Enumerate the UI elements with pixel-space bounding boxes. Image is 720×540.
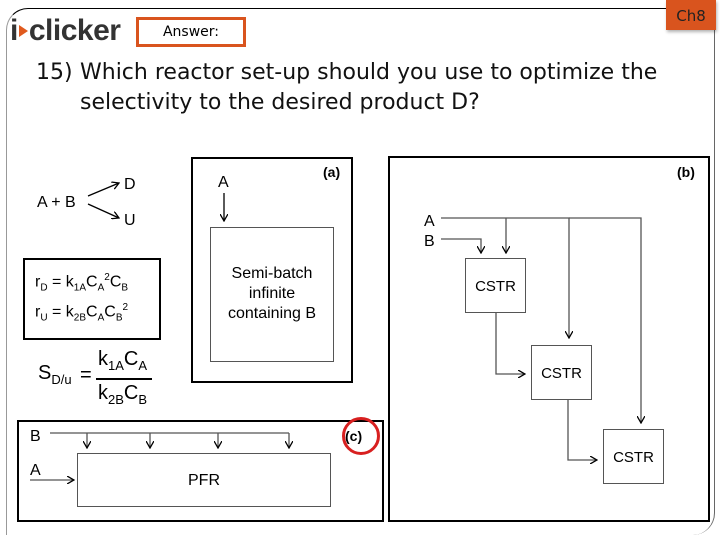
selectivity-denominator: k2BCB [98, 382, 148, 407]
option-c-feed-b: B [30, 428, 41, 445]
product-d: D [124, 176, 136, 193]
option-a-panel[interactable] [191, 157, 353, 383]
reactor-label-line-2: infinite [248, 285, 296, 302]
line-2-to-3 [567, 400, 597, 460]
question-line-2: selectivity to the desired product D? [80, 90, 480, 115]
cstr-3: CSTR [603, 429, 664, 484]
rate-laws-box: rD = k1ACA2CB rU = k2BCACB2 [23, 258, 161, 340]
question-number: 15) [36, 60, 73, 85]
play-icon [18, 25, 28, 37]
option-a-feed-a: A [218, 174, 229, 191]
arrow-to-u [87, 203, 119, 218]
option-c-panel[interactable] [17, 420, 384, 522]
reactants: A + B [37, 194, 76, 211]
line-a-main [441, 217, 569, 338]
selectivity-numerator: k1ACA [98, 348, 148, 373]
cstr-1: CSTR [465, 258, 526, 313]
chapter-badge: Ch8 [666, 0, 716, 30]
option-b-label: (b) [677, 164, 695, 180]
question-line-1: Which reactor set-up should you use to o… [80, 60, 658, 85]
line-a-to-3 [569, 217, 641, 423]
answer-box: Answer: [136, 17, 246, 47]
line-b-to-1 [441, 238, 481, 253]
option-b-panel[interactable] [388, 156, 710, 522]
fraction-bar [96, 378, 152, 380]
rate-u: rU = k2BCACB2 [35, 302, 129, 324]
selection-circle [342, 417, 380, 455]
rate-d: rD = k1ACA2CB [35, 272, 129, 294]
pfr-reactor: PFR [77, 453, 331, 507]
product-u: U [124, 212, 136, 229]
line-1-to-2 [495, 313, 525, 374]
reactor-label-line-1: Semi-batch [231, 265, 313, 282]
arrow-to-d [87, 183, 119, 197]
selectivity-equals: = [80, 364, 92, 386]
selectivity-symbol: SD/u [38, 362, 72, 387]
reactor-label-line-3: containing B [227, 305, 317, 322]
semi-batch-reactor: Semi-batch infinite containing B [210, 227, 334, 362]
slide-frame [6, 8, 715, 535]
option-b-feed-b: B [424, 233, 435, 250]
cstr-2: CSTR [531, 345, 592, 400]
option-b-feed-a: A [424, 213, 435, 230]
option-c-feed-a: A [30, 462, 41, 479]
option-a-label: (a) [323, 164, 341, 180]
